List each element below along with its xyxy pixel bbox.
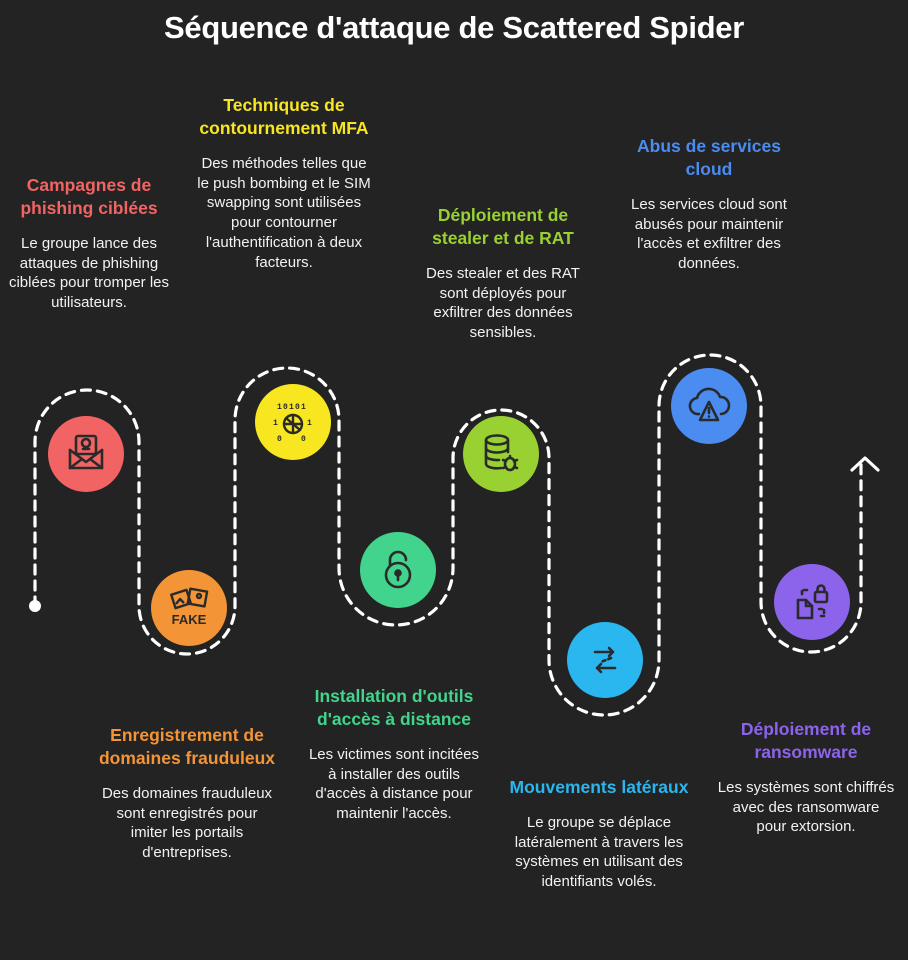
step-cloud-abuse: Abus de services cloud Les services clou…	[619, 135, 799, 274]
step-mfa-bypass: Techniques de contournement MFA Des méth…	[194, 94, 374, 272]
page-title: Séquence d'attaque de Scattered Spider	[164, 10, 744, 45]
unlocked-padlock-icon	[384, 550, 412, 589]
lateral-arrows-icon	[593, 646, 617, 674]
path-end-arrow-icon	[850, 456, 880, 472]
svg-text:0: 0	[295, 403, 300, 412]
step-description: Des méthodes telles que le push bombing …	[197, 155, 371, 271]
step-heading: Enregistrement de domaines frauduleux	[98, 725, 275, 768]
node-cloud-abuse	[671, 368, 747, 444]
svg-text:0: 0	[301, 435, 306, 444]
fake-label: FAKE	[172, 612, 207, 627]
svg-text:1: 1	[289, 403, 294, 412]
node-ransomware	[774, 564, 850, 640]
step-description: Des domaines frauduleux sont enregistrés…	[101, 785, 273, 862]
step-description: Les systèmes sont chiffrés avec des rans…	[717, 779, 895, 836]
step-ransomware: Déploiement de ransomware Les systèmes s…	[716, 718, 896, 837]
step-stealer-rat: Déploiement de stealer et de RAT Des ste…	[413, 204, 593, 343]
step-description: Des stealer et des RAT sont déployés pou…	[426, 265, 580, 342]
step-description: Le groupe se déplace latéralement à trav…	[514, 814, 684, 891]
node-lateral	[567, 622, 643, 698]
step-heading: Mouvements latéraux	[509, 777, 689, 797]
step-description: Les services cloud sont abusés pour main…	[631, 196, 787, 273]
fake-image-icon: FAKE	[170, 587, 209, 627]
step-remote-access: Installation d'outils d'accès à distance…	[304, 685, 484, 824]
locked-file-icon	[796, 584, 829, 620]
step-fake-domains: Enregistrement de domaines frauduleux De…	[97, 724, 277, 863]
svg-text:1: 1	[307, 419, 312, 428]
step-heading: Déploiement de stealer et de RAT	[432, 205, 574, 248]
path-start-dot	[29, 600, 41, 612]
step-heading: Abus de services cloud	[637, 136, 781, 179]
svg-text:1: 1	[273, 419, 278, 428]
step-description: Le groupe lance des attaques de phishing…	[8, 235, 170, 312]
node-phishing	[48, 416, 124, 492]
node-stealer-rat	[463, 416, 539, 492]
database-bug-icon	[484, 434, 519, 472]
step-heading: Déploiement de ransomware	[740, 719, 872, 762]
step-lateral: Mouvements latéraux Le groupe se déplace…	[509, 776, 689, 892]
svg-text:0: 0	[283, 403, 288, 412]
node-remote-access	[360, 532, 436, 608]
step-heading: Installation d'outils d'accès à distance	[314, 686, 474, 729]
svg-text:1: 1	[301, 403, 306, 412]
node-fake-domains: FAKE	[151, 570, 227, 646]
cloud-warning-icon	[688, 387, 731, 422]
step-heading: Techniques de contournement MFA	[199, 95, 369, 138]
step-heading: Campagnes de phishing ciblées	[20, 175, 158, 218]
svg-text:0: 0	[277, 435, 282, 444]
step-description: Les victimes sont incitées à installer d…	[308, 746, 480, 823]
phishing-email-icon	[68, 434, 104, 470]
step-phishing: Campagnes de phishing ciblées Le groupe …	[0, 174, 179, 313]
svg-text:1: 1	[277, 403, 282, 412]
